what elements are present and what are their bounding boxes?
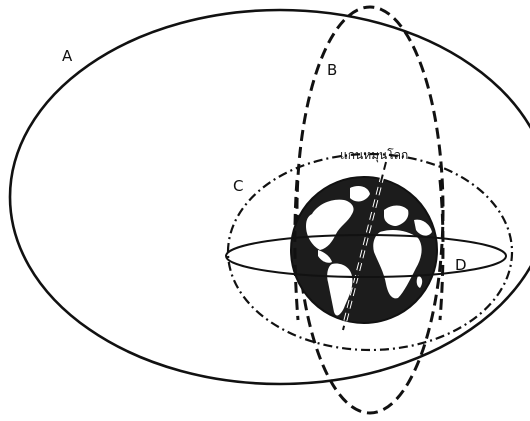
earth-globe <box>291 177 437 323</box>
label-b: B <box>327 61 337 79</box>
label-d: D <box>455 256 467 274</box>
earth-axis-label: แกนหมุนโลก <box>340 148 408 163</box>
label-c: C <box>233 177 243 195</box>
label-a: A <box>62 47 73 65</box>
orbit-a-path <box>10 10 530 384</box>
